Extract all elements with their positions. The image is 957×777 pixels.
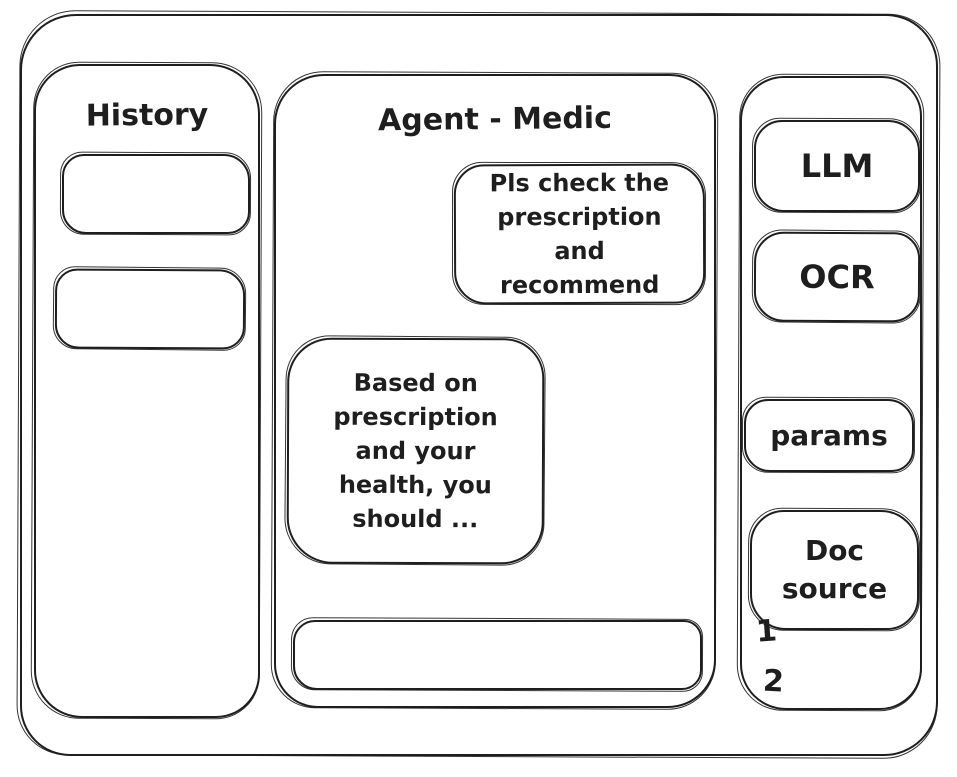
chat-title: Agent - Medic [377,100,613,139]
ocr-button-label: OCR [799,257,875,297]
llm-button[interactable]: LLM [754,120,920,212]
doc-source-button-label: Doc source [781,534,888,605]
llm-button-label: LLM [800,147,874,185]
history-panel: History [34,64,260,718]
tools-panel: LLM OCR params Doc source 1 2 [740,76,922,710]
user-message-bubble: Pls check the prescription and recommend [453,163,706,305]
history-item-1[interactable] [62,154,250,234]
params-button[interactable]: params [744,399,914,472]
params-button-label: params [770,419,888,452]
message-input[interactable] [309,628,690,682]
user-message-text: Pls check the prescription and recommend [489,168,670,300]
assistant-message-bubble: Based on prescription and your health, y… [286,337,545,565]
history-item-2[interactable] [54,268,246,350]
doc-source-button[interactable]: Doc source [750,510,919,630]
message-input-bar[interactable] [293,620,702,690]
chat-panel: Agent - Medic Pls check the prescription… [274,74,716,708]
history-title: History [85,97,209,134]
assistant-message-text: Based on prescription and your health, y… [333,368,498,534]
doc-source-item-2[interactable]: 2 [762,663,785,700]
ocr-button[interactable]: OCR [753,231,921,323]
doc-source-item-1[interactable]: 1 [754,613,779,650]
